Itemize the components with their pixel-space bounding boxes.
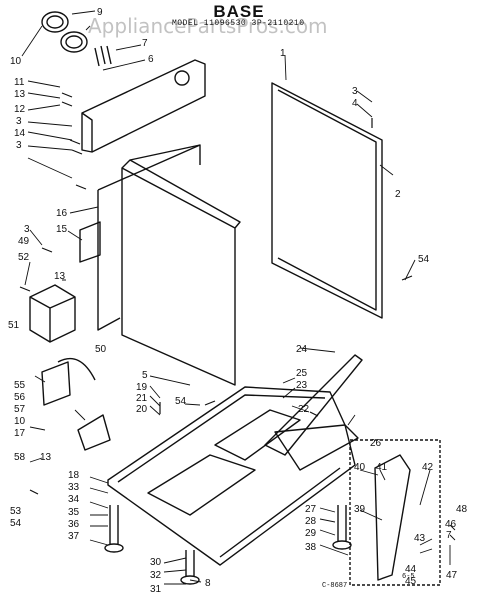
model-number: MODEL 11096530 3P-2110210 <box>172 19 305 28</box>
callout-24: 24 <box>296 344 308 355</box>
callout-23: 23 <box>296 380 308 391</box>
callout-4: 4 <box>352 98 358 109</box>
callout-3b: 3 <box>16 140 22 151</box>
watermark: AppliancePartsPros.com <box>88 14 328 38</box>
callout-3: 3 <box>16 116 22 127</box>
callout-46: 46 <box>445 519 457 530</box>
callout-1: 1 <box>280 48 286 59</box>
callout-48: 48 <box>456 504 468 515</box>
callout-31: 31 <box>150 584 162 595</box>
door-seal-ring <box>41 11 88 53</box>
callout-51: 51 <box>8 320 20 331</box>
callout-45: 45 <box>405 576 417 587</box>
callout-44: 44 <box>405 564 417 575</box>
callout-33: 33 <box>68 482 80 493</box>
callout-39: 39 <box>354 504 366 515</box>
callout-11: 11 <box>14 77 25 88</box>
callout-16: 16 <box>56 208 68 219</box>
callout-53: 53 <box>10 506 22 517</box>
cabinet-front <box>97 144 201 331</box>
callout-57: 57 <box>14 404 26 415</box>
callout-2: 2 <box>395 189 401 200</box>
callout-10b: 10 <box>14 416 26 427</box>
callout-32: 32 <box>150 570 162 581</box>
callout-30: 30 <box>150 557 162 568</box>
callout-13: 13 <box>14 89 26 100</box>
footer-note: 6-5 <box>402 573 415 581</box>
callout-17: 17 <box>14 428 26 439</box>
support-bracket <box>264 354 363 456</box>
diagram-title: BASE <box>213 2 265 21</box>
callout-26: 26 <box>370 438 382 449</box>
leveling-leg <box>104 505 352 585</box>
callout-40: 40 <box>354 462 366 473</box>
callout-8: 8 <box>205 578 211 589</box>
callout-43: 43 <box>414 533 426 544</box>
callout-35: 35 <box>68 507 80 518</box>
switch-assembly <box>41 357 96 406</box>
rear-panel <box>271 82 383 319</box>
callout-5: 5 <box>142 370 148 381</box>
callout-13b: 13 <box>54 271 66 282</box>
footer-code: C-8687 <box>322 582 348 590</box>
callout-9: 9 <box>97 7 103 18</box>
motor-block <box>29 284 76 343</box>
callout-22: 22 <box>298 404 310 415</box>
callout-14: 14 <box>14 128 26 139</box>
callout-20: 20 <box>136 404 148 415</box>
spring <box>94 45 112 67</box>
callout-36: 36 <box>68 519 80 530</box>
callout-55: 55 <box>14 380 26 391</box>
callout-10: 10 <box>10 56 22 67</box>
callout-3d: 3 <box>352 86 358 97</box>
callout-50: 50 <box>95 344 107 355</box>
callout-56: 56 <box>14 392 26 403</box>
callout-41: 41 <box>376 462 388 473</box>
latch-bracket <box>274 424 359 471</box>
callout-19: 19 <box>136 382 148 393</box>
callout-54: 54 <box>418 254 430 265</box>
callout-42: 42 <box>422 462 434 473</box>
callout-labels: 9 7 6 10 11 13 12 3 14 3 16 15 3 49 52 1… <box>8 7 468 595</box>
callout-15: 15 <box>56 224 68 235</box>
callout-21: 21 <box>136 393 148 404</box>
callout-49: 49 <box>18 236 30 247</box>
callout-6: 6 <box>148 54 154 65</box>
callout-7: 7 <box>142 38 148 49</box>
callout-37: 37 <box>68 531 80 542</box>
callout-18: 18 <box>68 470 80 481</box>
callout-34: 34 <box>68 494 80 505</box>
callout-13c: 13 <box>40 452 52 463</box>
front-panel <box>81 59 206 153</box>
callout-27: 27 <box>305 504 317 515</box>
callout-47: 47 <box>446 570 458 581</box>
callout-25: 25 <box>296 368 308 379</box>
callout-3c: 3 <box>24 224 30 235</box>
callout-7b: 7 <box>446 530 452 541</box>
inset-detail-box <box>349 439 441 586</box>
callout-29: 29 <box>305 528 317 539</box>
callout-54b: 54 <box>175 396 187 407</box>
callout-12: 12 <box>14 104 26 115</box>
callout-52: 52 <box>18 252 30 263</box>
callout-58: 58 <box>14 452 26 463</box>
cabinet-side-panel <box>121 144 241 386</box>
callout-28: 28 <box>305 516 317 527</box>
callout-38: 38 <box>305 542 317 553</box>
callout-54c: 54 <box>10 518 22 529</box>
